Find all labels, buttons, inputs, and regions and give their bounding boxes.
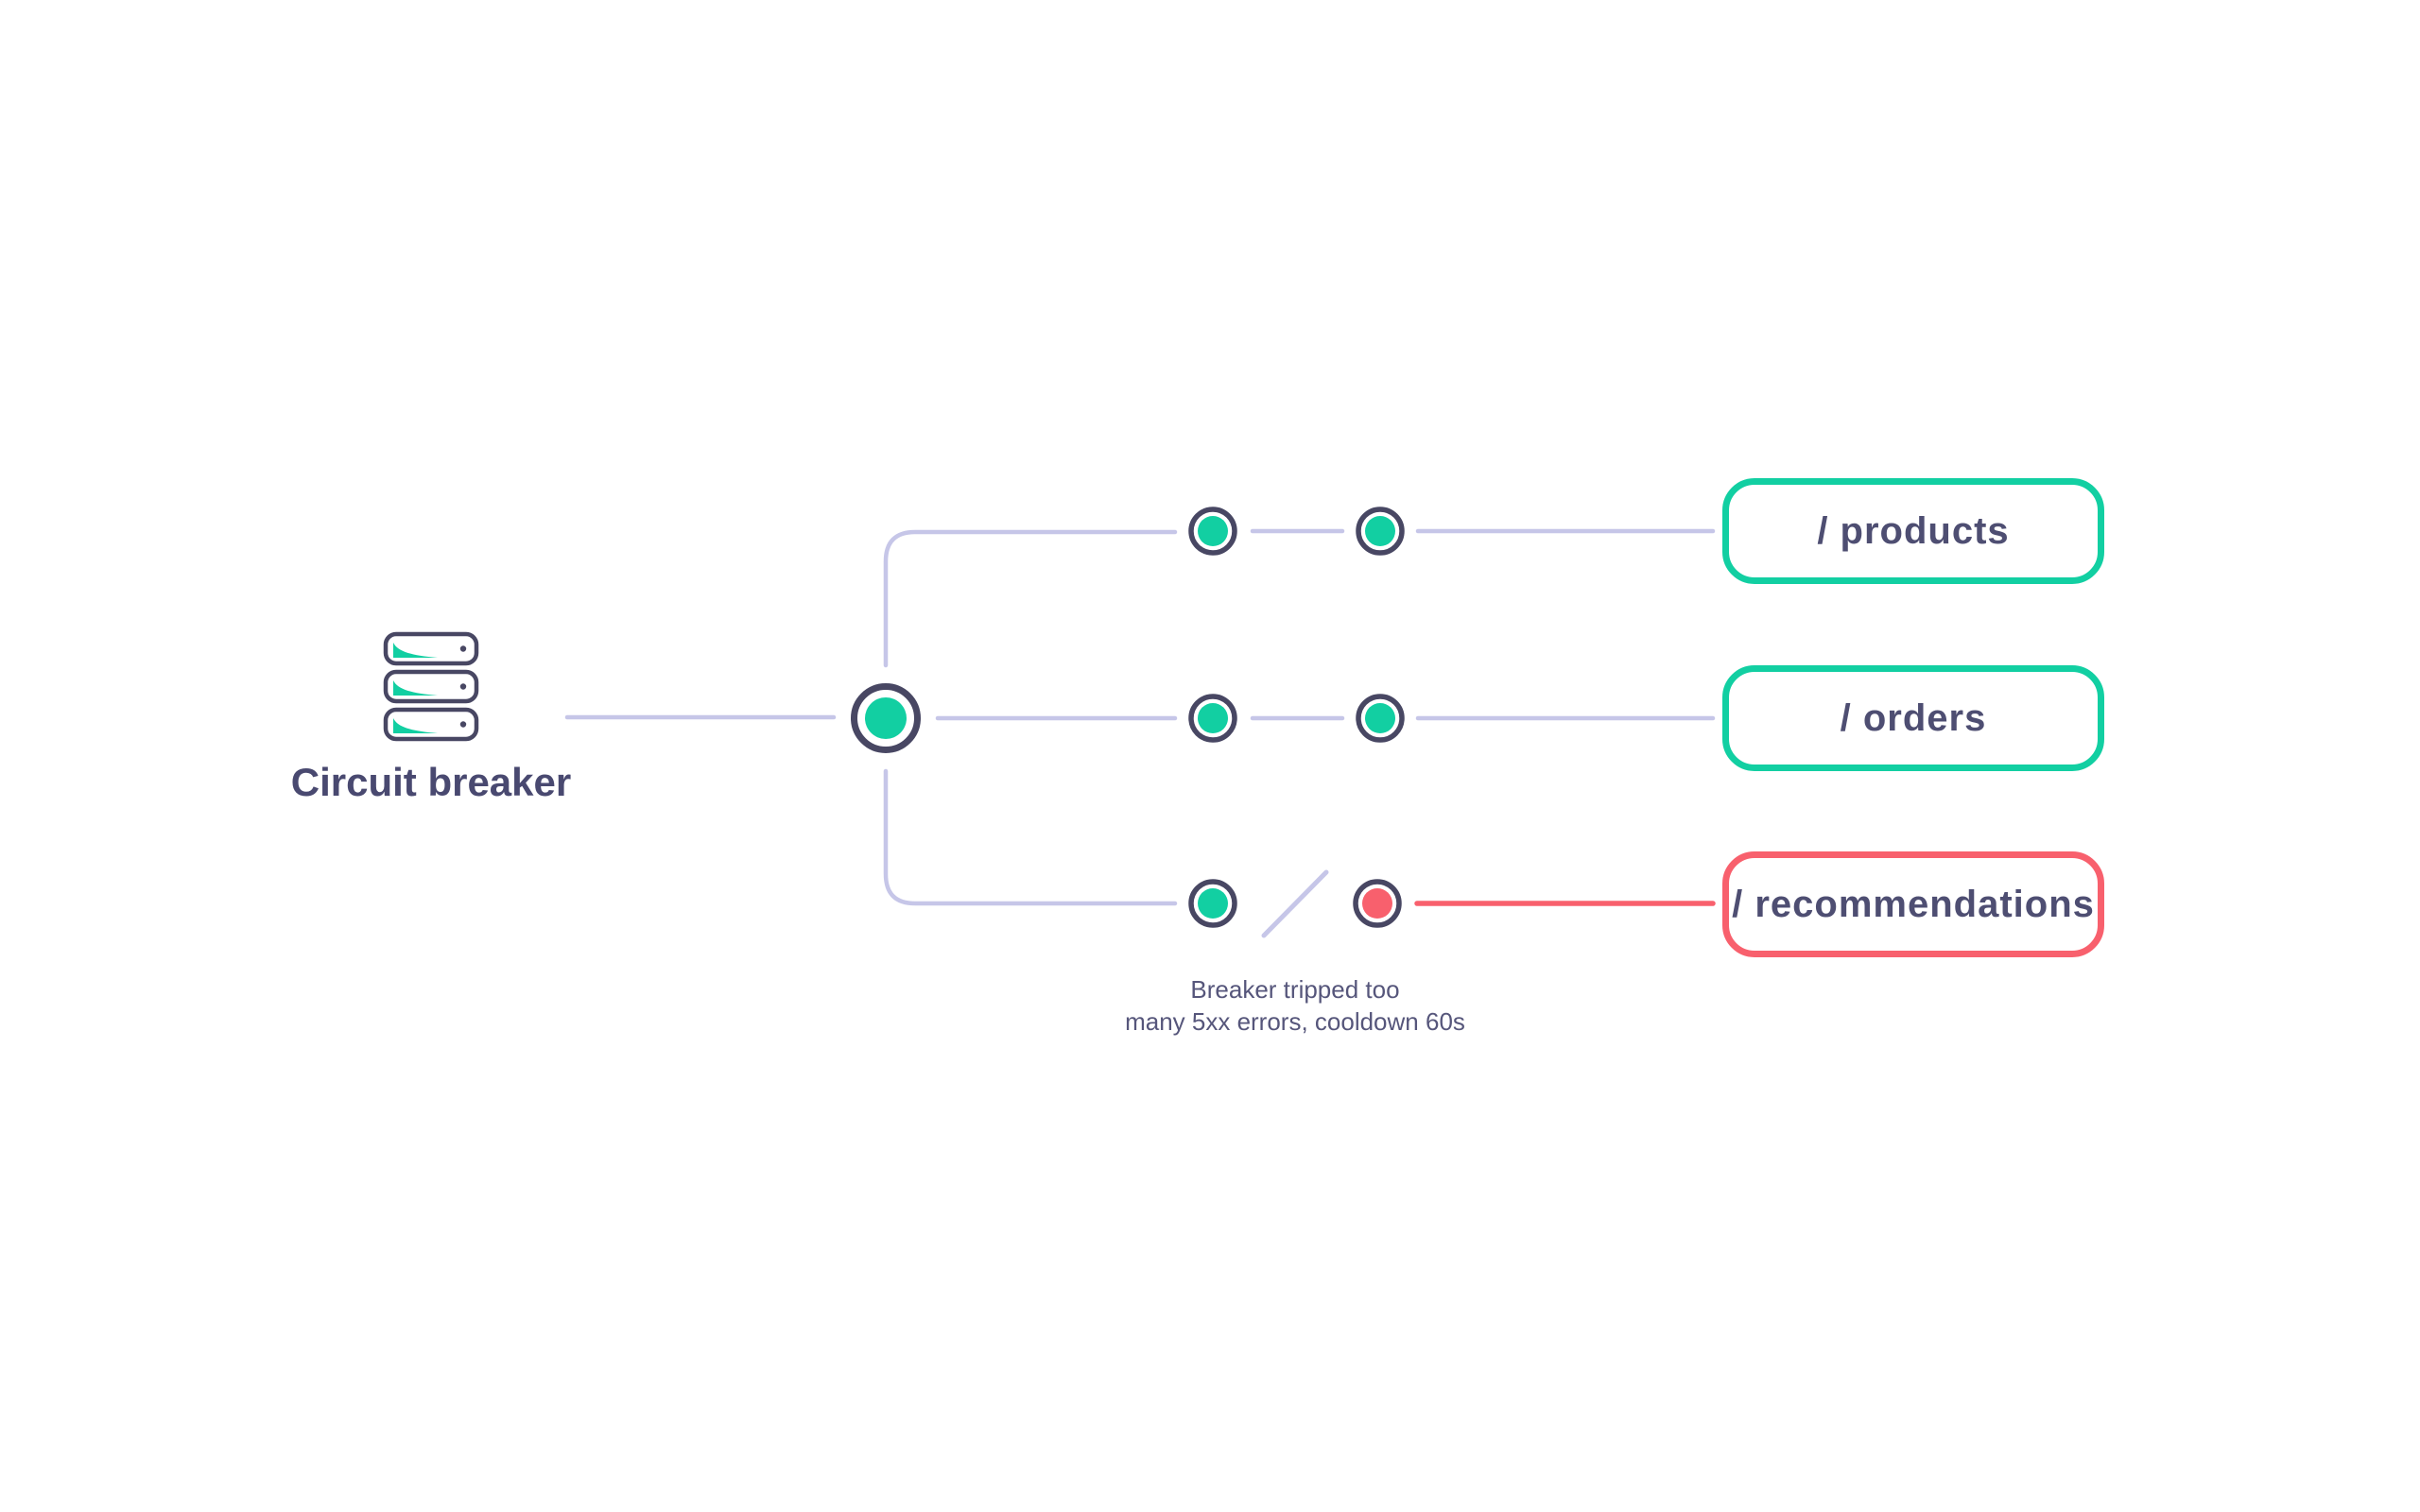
node-status-fill: [1198, 888, 1228, 919]
breaker-root-node: [851, 683, 921, 753]
breaker-note-line2: many 5xx errors, cooldown 60s: [1125, 1007, 1465, 1036]
server-activity-wedge: [393, 680, 438, 696]
connector-branch-bottom: [883, 768, 1178, 906]
server-activity-wedge: [393, 718, 438, 733]
node-top-2: [1356, 507, 1405, 556]
node-top-1: [1188, 507, 1237, 556]
node-middle-1: [1188, 694, 1237, 743]
node-status-fill: [865, 697, 907, 739]
node-middle-2: [1356, 694, 1405, 743]
route-box-recommendations: / recommendations: [1722, 851, 2104, 957]
route-box-products: / products: [1722, 478, 2104, 584]
node-bottom-2-tripped: [1353, 879, 1402, 928]
breaker-note: Breaker tripped too many 5xx errors, coo…: [1059, 973, 1531, 1038]
node-status-fill: [1365, 516, 1395, 546]
breaker-note-line1: Breaker tripped too: [1190, 975, 1400, 1004]
server-led-dot: [459, 645, 467, 652]
route-box-orders: / orders: [1722, 665, 2104, 771]
node-status-fill: [1365, 703, 1395, 733]
server-led-dot: [459, 683, 467, 690]
route-label: / products: [1817, 509, 2010, 552]
node-status-fill: [1198, 703, 1228, 733]
server-led-dot: [459, 721, 467, 728]
route-label: / orders: [1840, 696, 1987, 739]
route-label: / recommendations: [1732, 883, 2095, 925]
breaker-open-slash-icon: [1261, 869, 1329, 938]
node-status-fill-tripped: [1362, 888, 1392, 919]
node-status-fill: [1198, 516, 1228, 546]
source-label: Circuit breaker: [290, 760, 572, 804]
server-stack-icon: [383, 631, 479, 742]
server-activity-wedge: [393, 643, 438, 658]
node-bottom-1: [1188, 879, 1237, 928]
connector-branch-top: [883, 529, 1178, 668]
